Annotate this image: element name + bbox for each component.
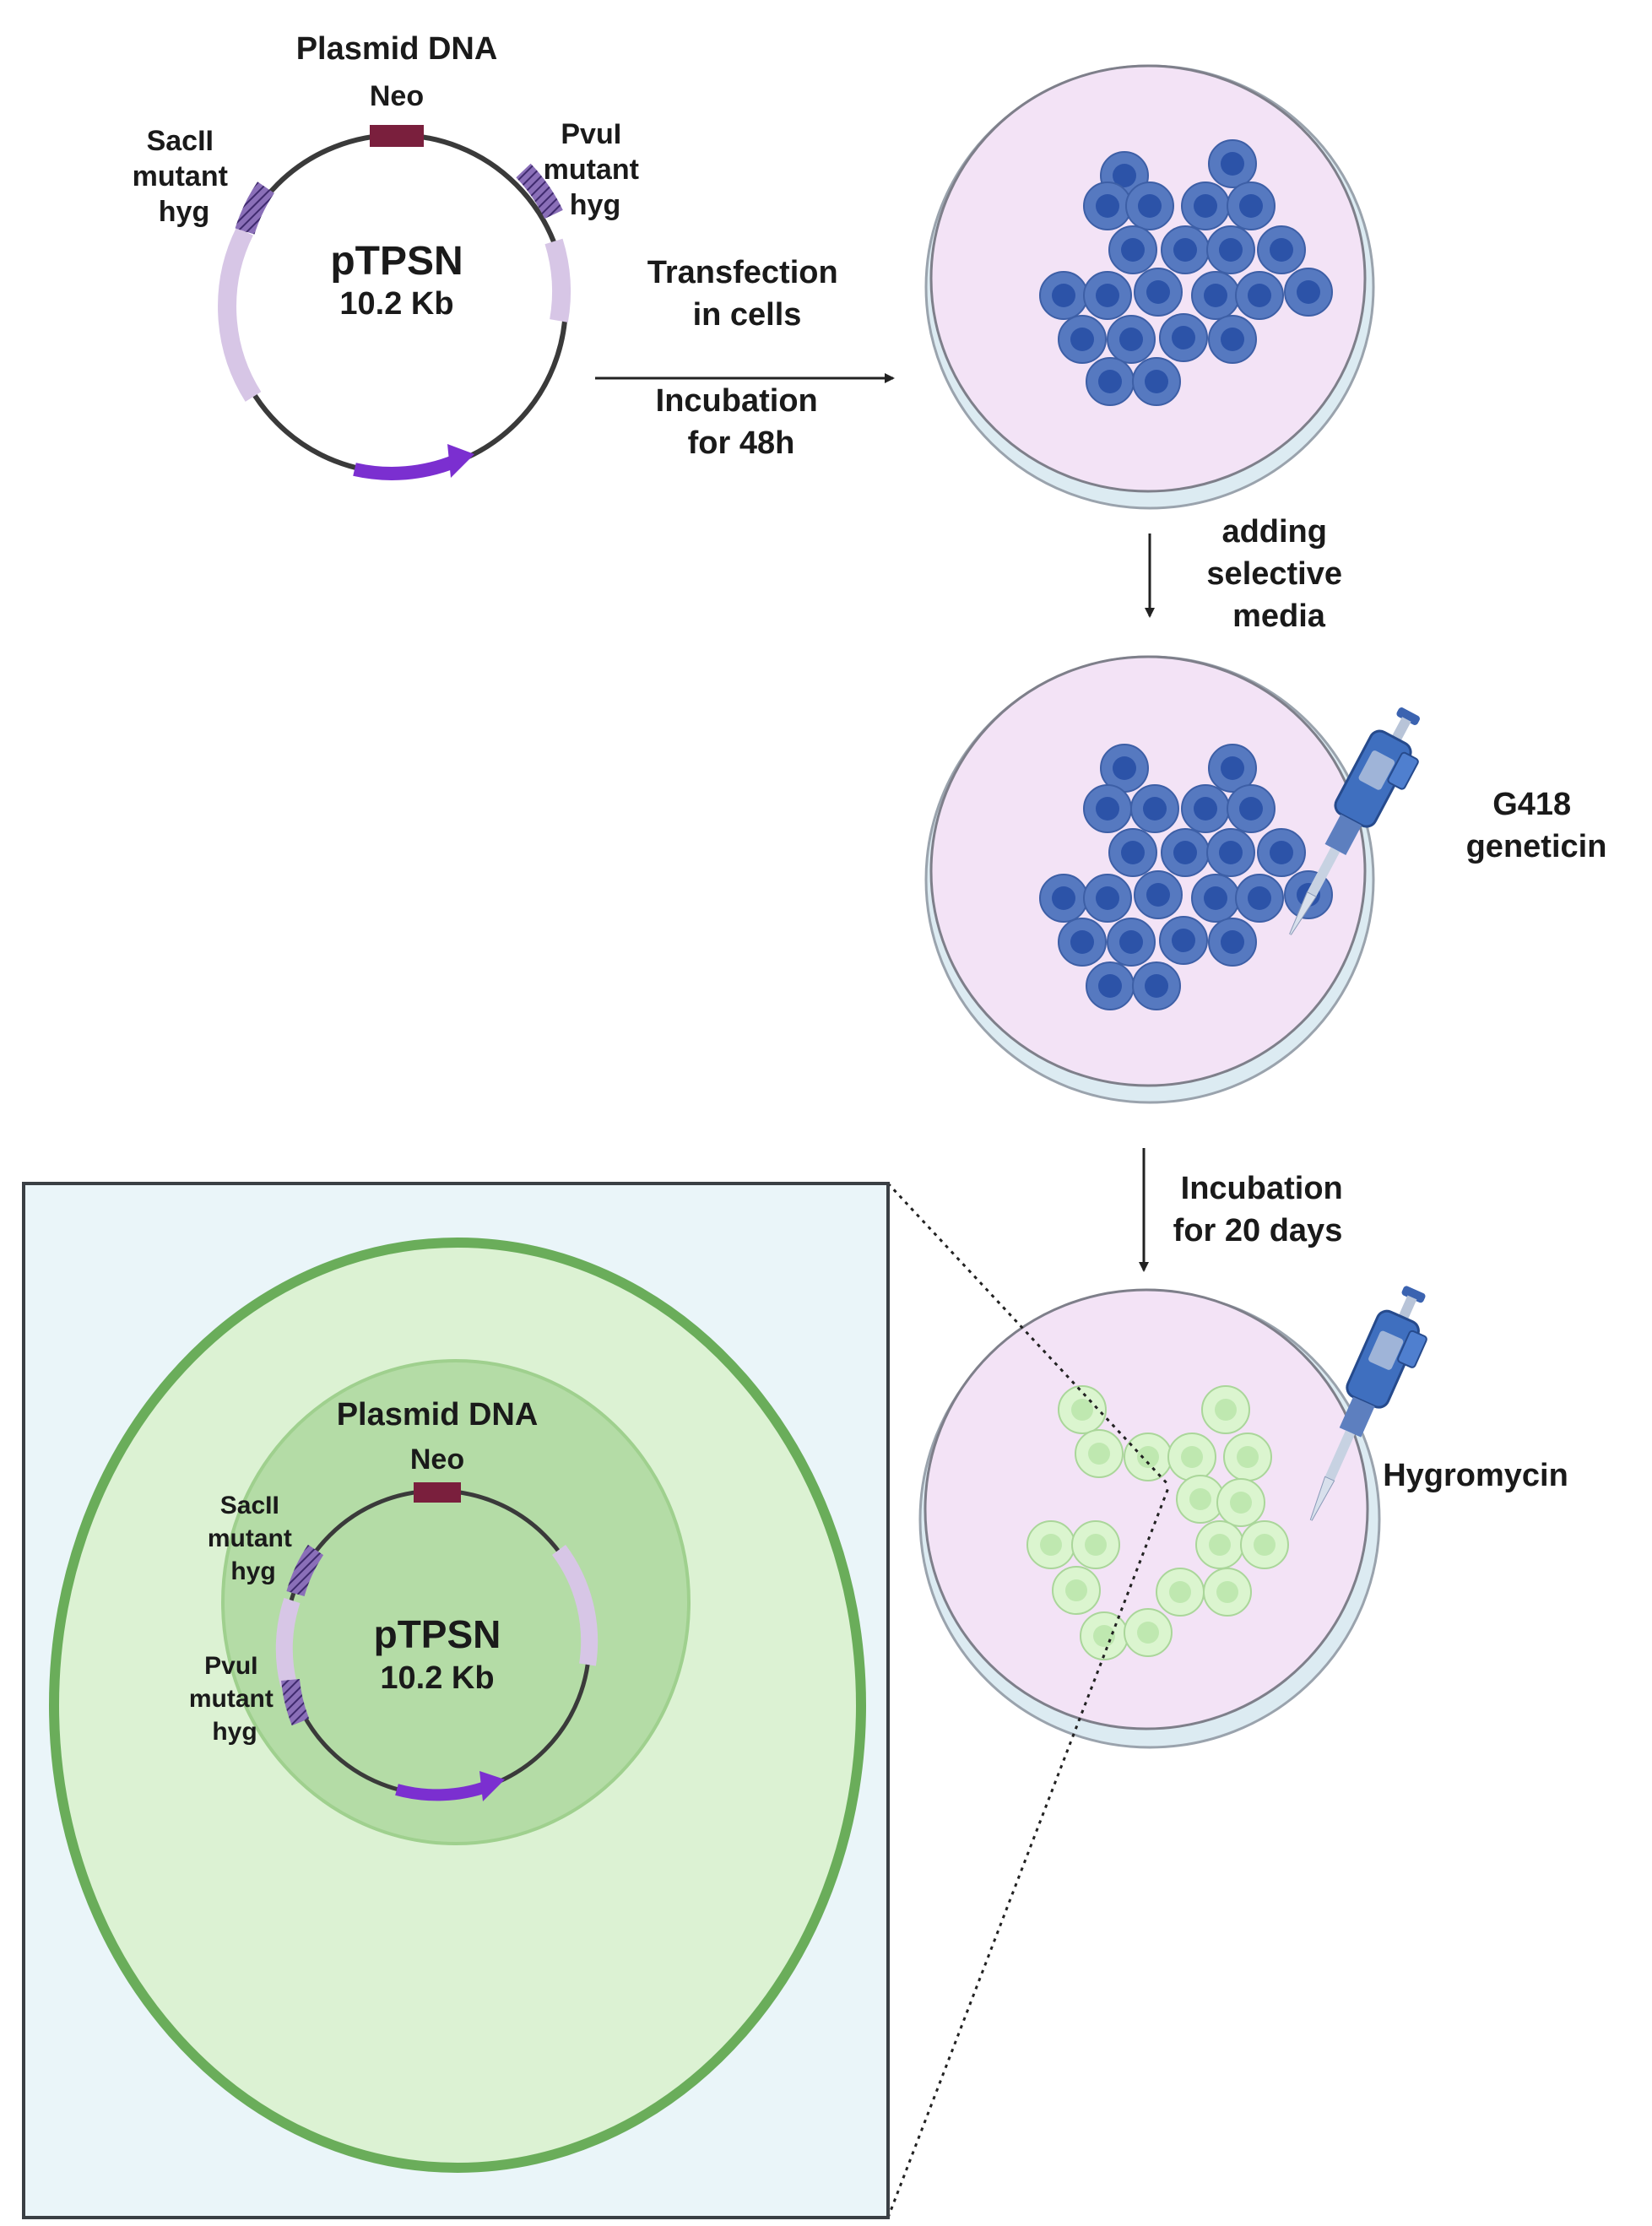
neo-marker-top: [370, 125, 424, 147]
incubation-48h-label: Incubation for 48h: [656, 383, 827, 461]
promoter-arrowhead-inset: [479, 1771, 505, 1801]
hyg-segment-right-top: [544, 238, 571, 322]
hygromycin-label: Hygromycin: [1383, 1458, 1568, 1493]
inset-heading: Plasmid DNA: [337, 1397, 539, 1433]
sacii-site-inset: [286, 1544, 324, 1597]
step-transfection: Transfection in cells Incubation for 48h: [595, 255, 895, 461]
petri-dish-2: [924, 655, 1439, 1104]
neo-label-inset: Neo: [410, 1443, 464, 1476]
pvui-site-inset: [281, 1678, 310, 1726]
plasmid-top: Plasmid DNA Neo SacII mutant hyg PvuI mu…: [133, 31, 647, 480]
plasmid-top-name: pTPSN: [330, 239, 463, 284]
petri-dish-3: [918, 1278, 1445, 1749]
pvui-label-top: PvuI mutant hyg: [544, 118, 647, 221]
inset-nucleus: [221, 1359, 691, 1845]
petri-dish-1: [924, 64, 1375, 510]
pvui-label-inset: PvuI mutant hyg: [189, 1652, 280, 1746]
sacii-site-top: [235, 181, 275, 235]
pvui-site-top: [516, 163, 563, 219]
step-selective-media: adding selective media: [1145, 514, 1351, 634]
hyg-segment-right-inset: [551, 1544, 599, 1666]
hyg-segment-left-top: [218, 227, 262, 402]
sacii-label-top: SacII mutant hyg: [133, 125, 236, 228]
neo-marker-inset: [414, 1482, 461, 1503]
g418-label: G418 geneticin: [1466, 787, 1607, 864]
incubation-20d-label: Incubation for 20 days: [1173, 1171, 1352, 1248]
step-incubation-20d: Incubation for 20 days: [1139, 1148, 1352, 1272]
promoter-arrow-inset: [395, 1780, 490, 1801]
zoom-callout-lines: [886, 1182, 1171, 2218]
inset-plasmid-name: pTPSN: [374, 1612, 501, 1656]
hyg-segment-left-inset: [275, 1597, 301, 1687]
sacii-label-inset: SacII mutant hyg: [208, 1492, 299, 1585]
zoom-inset: Plasmid DNA Neo SacII mutant hyg PvuI mu…: [22, 1182, 890, 2219]
inset-plasmid-size: 10.2 Kb: [380, 1660, 494, 1696]
transfection-label: Transfection in cells: [647, 255, 848, 333]
selective-media-label: adding selective media: [1206, 514, 1351, 634]
plasmid-top-heading: Plasmid DNA: [296, 31, 498, 67]
promoter-arrowhead-top: [447, 444, 474, 478]
neo-label-top: Neo: [370, 80, 424, 112]
promoter-arrow-top: [353, 454, 459, 480]
plasmid-top-size: 10.2 Kb: [339, 286, 453, 322]
